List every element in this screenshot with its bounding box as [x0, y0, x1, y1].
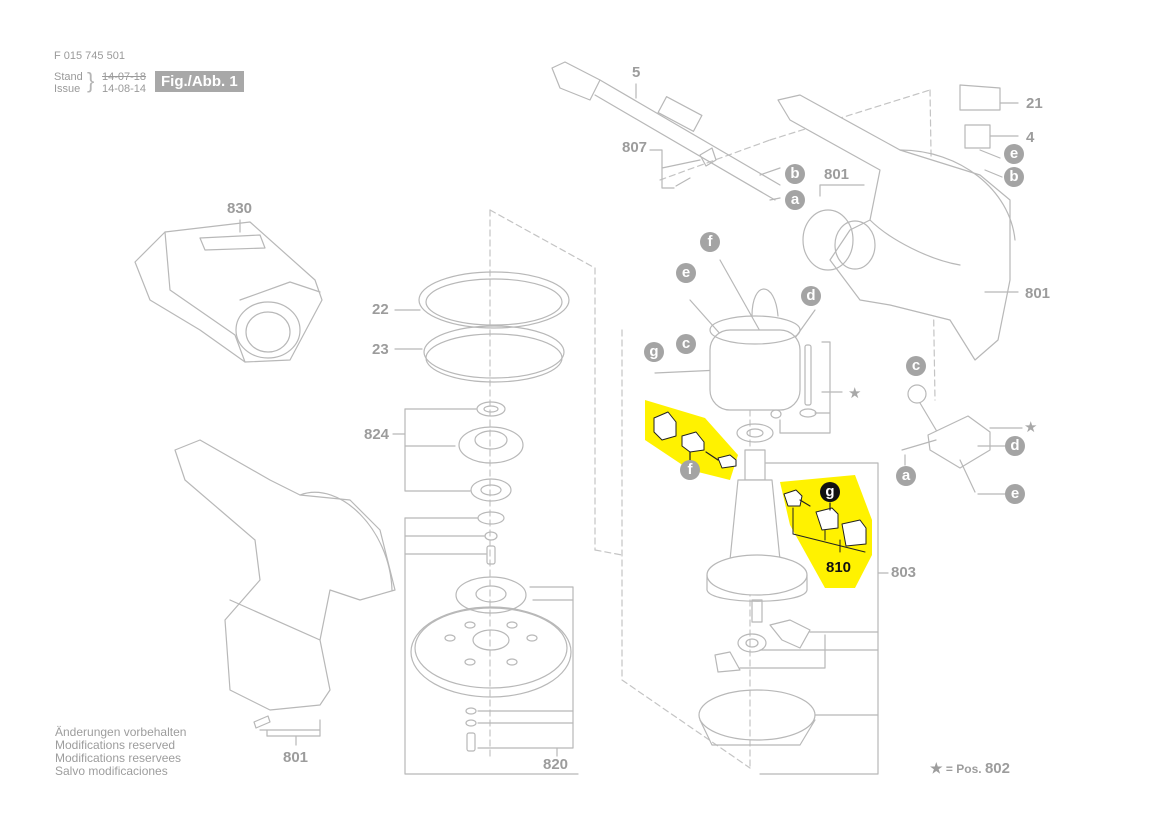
power-cord-5	[551, 61, 781, 201]
connector-badge-c: c	[676, 334, 696, 354]
stand-date: 14-07-18	[102, 71, 147, 83]
legend-position-number: 802	[984, 760, 1010, 777]
figure-label: Fig./Abb. 1	[155, 71, 244, 92]
connector-badge-g: g	[644, 342, 664, 362]
part-label-810: 810	[826, 559, 852, 576]
dust-box-830	[134, 219, 323, 363]
connector-badge-b: b	[1004, 167, 1024, 187]
part-label-807: 807	[622, 139, 648, 156]
note-line: Änderungen vorbehalten	[55, 725, 187, 739]
connector-badge-e: e	[1005, 484, 1025, 504]
connector-badge-e: e	[676, 263, 696, 283]
bearing-group-824	[392, 401, 524, 502]
star-icon: ★	[1024, 419, 1038, 436]
armature-803	[698, 449, 889, 775]
note-line: Modifications reservees	[55, 751, 182, 765]
switch-assembly	[901, 384, 1023, 495]
connector-badge-f: f	[700, 232, 720, 252]
star-icon: ★	[848, 385, 862, 402]
part-label-801-bottom: 801	[283, 749, 309, 766]
rings-22-23	[394, 271, 570, 383]
part-label-801-right: 801	[1025, 285, 1051, 302]
connector-badge-d: d	[801, 286, 821, 306]
part-label-22: 22	[372, 301, 389, 318]
connector-badge-g: g	[820, 482, 840, 502]
star-legend: ★ = Pos. 802	[930, 760, 1010, 777]
connector-badge-c: c	[906, 356, 926, 376]
modification-notes: Änderungen vorbehalten Modifications res…	[55, 726, 186, 778]
highlight-brush-left	[645, 400, 738, 480]
part-label-21: 21	[1026, 95, 1043, 112]
star-icon: ★	[930, 760, 943, 776]
legend-text: = Pos.	[945, 762, 982, 776]
stand-label: Stand	[54, 71, 83, 83]
note-line: Modifications reserved	[55, 738, 176, 752]
highlight-brush-right	[780, 475, 872, 588]
connector-badge-e: e	[1004, 144, 1024, 164]
part-label-23: 23	[372, 341, 389, 358]
sanding-pad-group-820	[404, 511, 579, 775]
connector-badge-a: a	[785, 190, 805, 210]
part-label-4: 4	[1026, 129, 1035, 146]
connector-badge-d: d	[1005, 436, 1025, 456]
part-label-801-top: 801	[824, 166, 850, 183]
document-number: F 015 745 501	[54, 50, 125, 62]
issue-date: 14-08-14	[102, 83, 147, 95]
stator-group	[654, 259, 843, 443]
part-label-820: 820	[543, 756, 569, 773]
part-label-5: 5	[632, 64, 641, 81]
part-label-803: 803	[891, 564, 917, 581]
connector-badge-a: a	[896, 466, 916, 486]
note-line: Salvo modificaciones	[55, 764, 168, 778]
issue-label: Issue	[54, 83, 81, 95]
sander-housing-illustration	[174, 439, 396, 746]
part-label-824: 824	[364, 426, 390, 443]
connector-badge-f: f	[680, 460, 700, 480]
connector-badge-b: b	[785, 164, 805, 184]
part-label-830: 830	[227, 200, 253, 217]
motor-housing-801	[777, 84, 1019, 361]
brace-icon: }	[87, 68, 95, 93]
